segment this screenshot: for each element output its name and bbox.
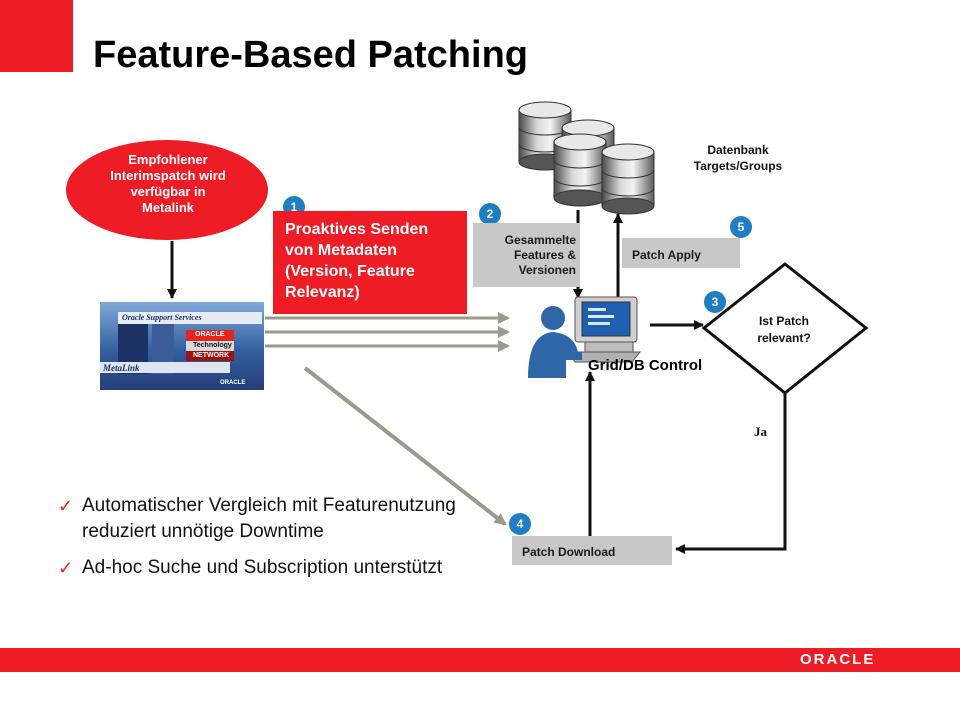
database-icon	[518, 101, 655, 215]
bullet-item: ✓Ad-hoc Suche und Subscription unterstüt…	[58, 555, 478, 581]
ellipse-text: Empfohlener Interimspatch wird verfügbar…	[110, 152, 226, 215]
step-badge-3: 3	[704, 291, 726, 313]
step-badge-5: 5	[730, 216, 752, 238]
step-badge-2: 2	[479, 203, 501, 225]
proactive-metadata-text: Proaktives Senden von Metadaten (Version…	[285, 221, 429, 301]
recommended-patch-ellipse	[66, 140, 268, 240]
arrow-to-patch-download	[303, 366, 507, 526]
yes-label: Ja	[754, 424, 767, 439]
patch-apply-label: Patch Apply	[632, 248, 701, 262]
patch-download-label: Patch Download	[522, 545, 616, 559]
check-icon: ✓	[58, 496, 74, 516]
patch-download-box	[512, 536, 672, 565]
metalink-screenshot: Oracle Support Services ORACLE Technolog…	[100, 302, 264, 390]
corner-accent	[0, 0, 73, 72]
collected-features-text: Gesammelte Features & Versionen	[504, 233, 576, 277]
oracle-logo: ORACLE	[800, 651, 876, 668]
user-computer-icon	[528, 296, 642, 378]
proactive-metadata-box	[273, 211, 467, 314]
grid-control-label: Grid/DB Control	[588, 357, 703, 374]
check-icon: ✓	[58, 558, 74, 578]
bullet-list: ✓Automatischer Vergleich mit Featurenutz…	[58, 493, 478, 591]
collected-features-box	[473, 223, 580, 287]
arrow-yes-to-download	[675, 393, 787, 554]
patch-apply-box	[622, 238, 740, 268]
bullet-item: ✓Automatischer Vergleich mit Featurenutz…	[58, 495, 456, 542]
decision-text: Ist Patch relevant?	[757, 314, 811, 345]
page-title: Feature-Based Patching	[93, 34, 528, 76]
footer-bar	[0, 648, 960, 672]
step-badge-4: 4	[509, 513, 531, 535]
database-label: Datenbank Targets/Groups	[693, 143, 783, 173]
metadata-arrows	[265, 312, 510, 352]
